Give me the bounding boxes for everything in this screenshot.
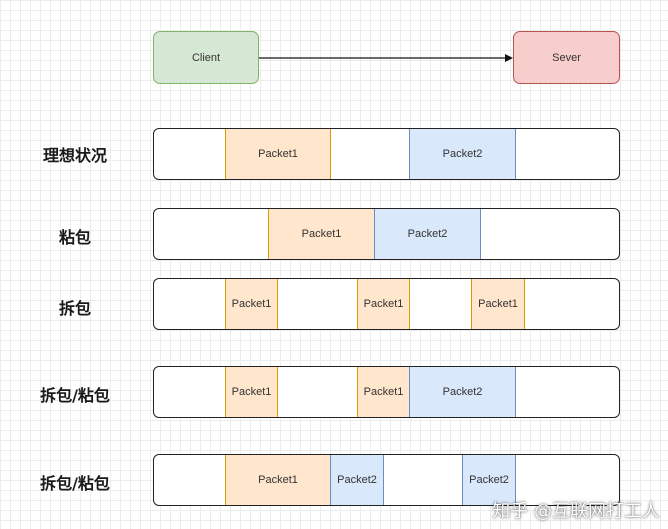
packet-segment: Packet2 xyxy=(374,209,481,259)
packet-label: Packet2 xyxy=(442,148,483,160)
packet-segment: Packet1 xyxy=(225,129,331,179)
row-label-split: 拆包 xyxy=(58,299,91,318)
row-label-split-sticky-1: 拆包/粘包 xyxy=(40,386,110,405)
packet-segment: Packet1 xyxy=(357,279,410,329)
packet-segment: Packet2 xyxy=(462,455,516,505)
packet-segment: Packet2 xyxy=(330,455,384,505)
packet-label: Packet1 xyxy=(363,386,404,398)
packet-label: Packet1 xyxy=(231,386,272,398)
packet-segment: Packet1 xyxy=(225,279,278,329)
packet-segment: Packet1 xyxy=(268,209,375,259)
packet-segment: Packet1 xyxy=(225,455,331,505)
packet-label: Packet2 xyxy=(407,228,448,240)
packet-label: Packet2 xyxy=(442,386,483,398)
row-label-ideal: 理想状况 xyxy=(42,146,107,165)
stream-bar-split: Packet1 Packet1 Packet1 xyxy=(153,278,620,330)
packet-label: Packet1 xyxy=(258,474,298,486)
stream-bar-sticky: Packet1 Packet2 xyxy=(153,208,620,260)
row-label-sticky: 粘包 xyxy=(58,228,91,247)
server-label: Sever xyxy=(552,51,581,64)
packet-segment: Packet1 xyxy=(471,279,525,329)
packet-label: Packet2 xyxy=(337,474,377,486)
packet-label: Packet1 xyxy=(258,148,298,160)
client-label: Client xyxy=(191,51,221,64)
stream-bar-split-sticky-1: Packet1 Packet1 Packet2 xyxy=(153,366,620,418)
watermark: 知乎 @互联网打工人 xyxy=(492,501,660,522)
packet-label: Packet1 xyxy=(301,228,342,240)
row-label-split-sticky-2: 拆包/粘包 xyxy=(40,474,110,493)
packet-segment: Packet1 xyxy=(225,367,278,417)
stream-bar-ideal: Packet1 Packet2 xyxy=(153,128,620,180)
packet-label: Packet1 xyxy=(478,298,518,310)
server-node: Sever xyxy=(513,31,620,84)
packet-label: Packet1 xyxy=(363,298,404,310)
packet-label: Packet1 xyxy=(231,298,272,310)
packet-segment: Packet1 xyxy=(357,367,410,417)
packet-label: Packet2 xyxy=(469,474,509,486)
packet-segment: Packet2 xyxy=(409,129,516,179)
client-node: Client xyxy=(153,31,259,84)
stream-bar-split-sticky-2: Packet1 Packet2 Packet2 xyxy=(153,454,620,506)
packet-segment: Packet2 xyxy=(409,367,516,417)
